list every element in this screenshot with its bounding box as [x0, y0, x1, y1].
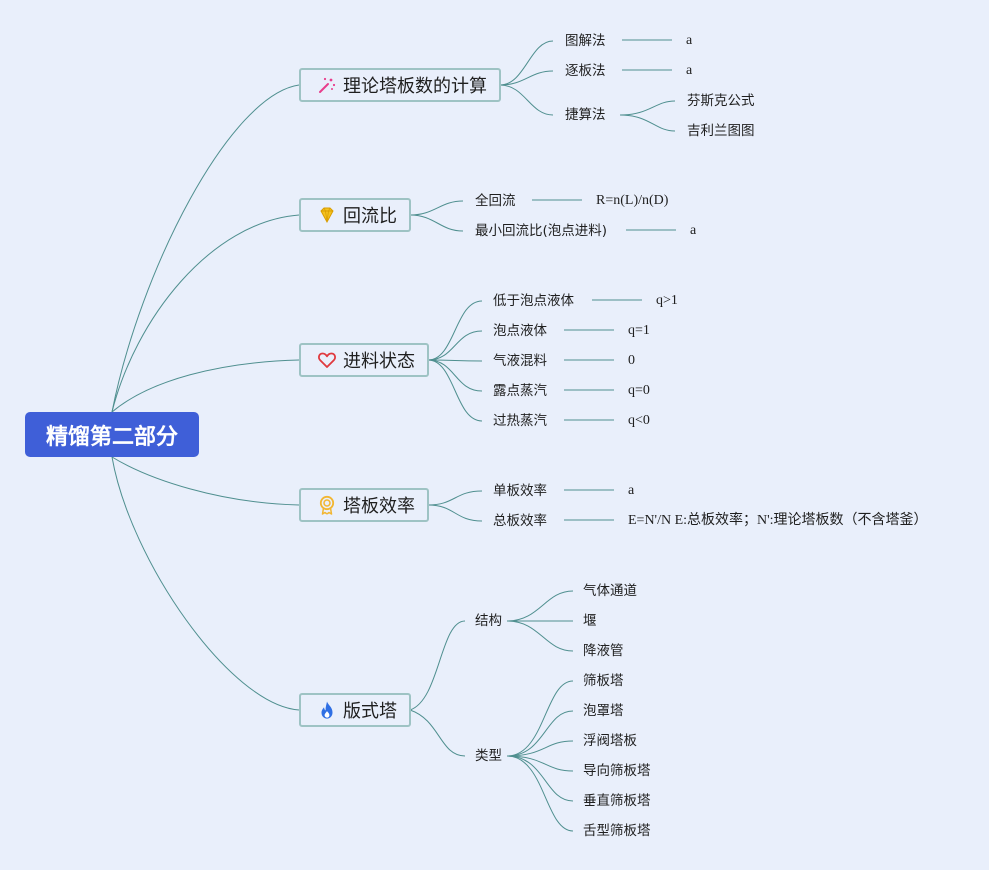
link-shortcut-fenske: [619, 100, 676, 116]
reflux-item-minimum-value[interactable]: a: [690, 223, 697, 238]
link-theory-stepwise: [499, 70, 554, 86]
type-child-bubble-cap[interactable]: 泡罩塔: [583, 703, 624, 719]
shortcut-child-gilliland[interactable]: 吉利兰图图: [687, 123, 755, 139]
feed-item-mixed-value[interactable]: 0: [628, 353, 635, 368]
feed-item-superheated-value[interactable]: q<0: [628, 413, 650, 428]
feed-item-subcooled[interactable]: 低于泡点液体: [493, 293, 574, 309]
link-type-1: [506, 680, 574, 757]
link-theory-graphical: [499, 40, 554, 86]
link-feed-3: [427, 359, 483, 362]
branch-theory[interactable]: 理论塔板数的计算: [299, 68, 501, 102]
link-type-4: [506, 755, 574, 772]
structure-child-weir[interactable]: 堰: [583, 613, 597, 629]
link-feed-4: [427, 359, 483, 392]
link-root-feed: [111, 359, 300, 413]
root-topic-label: 精馏第二部分: [45, 424, 178, 450]
link-reflux-total: [409, 200, 464, 216]
medal-icon: [317, 495, 337, 515]
reflux-item-total-value[interactable]: R=n(L)/n(D): [596, 193, 669, 208]
link-structure-1: [506, 590, 574, 622]
structure-child-downcomer[interactable]: 降液管: [583, 643, 624, 659]
theory-item-shortcut[interactable]: 捷算法: [565, 107, 606, 123]
theory-item-graphical-value[interactable]: a: [686, 33, 693, 48]
root-topic[interactable]: 精馏第二部分: [25, 412, 199, 457]
branch-efficiency[interactable]: 塔板效率: [299, 488, 429, 522]
feed-item-superheated[interactable]: 过热蒸汽: [493, 413, 547, 429]
efficiency-item-single[interactable]: 单板效率: [493, 483, 547, 499]
link-feed-5: [427, 359, 483, 422]
branch-efficiency-label: 塔板效率: [343, 496, 415, 517]
branch-tray-column[interactable]: 版式塔: [299, 693, 411, 727]
type-child-valve[interactable]: 浮阀塔板: [583, 733, 637, 749]
link-reflux-min: [409, 214, 464, 232]
reflux-item-total[interactable]: 全回流: [475, 193, 516, 209]
branch-reflux[interactable]: 回流比: [299, 198, 411, 232]
link-type-6: [506, 755, 574, 832]
feed-item-saturated-vapor-value[interactable]: q=0: [628, 383, 650, 398]
link-type-5: [506, 755, 574, 802]
efficiency-item-overall-value[interactable]: E=N'/N E:总板效率；N':理论塔板数（不含塔釜）: [628, 513, 928, 528]
feed-item-saturated-vapor[interactable]: 露点蒸汽: [493, 383, 547, 399]
link-eff-single: [427, 490, 483, 506]
theory-item-stepwise[interactable]: 逐板法: [565, 63, 606, 79]
branch-theory-label: 理论塔板数的计算: [343, 76, 487, 97]
heart-icon: [317, 350, 337, 370]
link-theory-shortcut: [499, 84, 554, 116]
link-type-2: [506, 710, 574, 757]
link-type-3: [506, 740, 574, 757]
link-shortcut-gilliland: [619, 114, 676, 132]
link-root-theory: [111, 84, 300, 413]
theory-item-graphical[interactable]: 图解法: [565, 33, 606, 49]
feed-item-saturated-liquid[interactable]: 泡点液体: [493, 323, 547, 339]
feed-item-saturated-liquid-value[interactable]: q=1: [628, 323, 650, 338]
type-child-tongue-sieve[interactable]: 舌型筛板塔: [583, 823, 651, 839]
reflux-item-minimum[interactable]: 最小回流比(泡点进料): [475, 223, 608, 239]
branch-feed-label: 进料状态: [343, 351, 415, 372]
feed-item-mixed[interactable]: 气液混料: [493, 353, 547, 369]
shortcut-child-fenske[interactable]: 芬斯克公式: [687, 93, 755, 109]
branch-tray-column-label: 版式塔: [343, 701, 397, 722]
efficiency-item-overall[interactable]: 总板效率: [493, 513, 547, 529]
structure-child-gas-passage[interactable]: 气体通道: [583, 583, 637, 599]
type-child-sieve[interactable]: 筛板塔: [583, 673, 624, 689]
link-root-tray: [111, 456, 300, 711]
branch-reflux-label: 回流比: [343, 206, 397, 227]
link-eff-overall: [427, 504, 483, 522]
magic-wand-icon: [317, 75, 337, 95]
link-root-reflux: [111, 214, 300, 413]
type-child-guided-sieve[interactable]: 导向筛板塔: [583, 763, 651, 779]
feed-item-subcooled-value[interactable]: q>1: [656, 293, 678, 308]
tray-item-type[interactable]: 类型: [475, 748, 502, 764]
link-structure-3: [506, 620, 574, 652]
link-tray-type: [409, 709, 466, 757]
flame-icon: [317, 700, 337, 720]
branch-feed[interactable]: 进料状态: [299, 343, 429, 377]
diamond-icon: [317, 205, 337, 225]
link-tray-structure: [409, 620, 466, 711]
link-feed-1: [427, 300, 483, 361]
type-child-vertical-sieve[interactable]: 垂直筛板塔: [583, 793, 651, 809]
link-feed-2: [427, 330, 483, 361]
theory-item-stepwise-value[interactable]: a: [686, 63, 693, 78]
link-root-efficiency: [111, 456, 300, 506]
tray-item-structure[interactable]: 结构: [475, 613, 502, 629]
efficiency-item-single-value[interactable]: a: [628, 483, 635, 498]
